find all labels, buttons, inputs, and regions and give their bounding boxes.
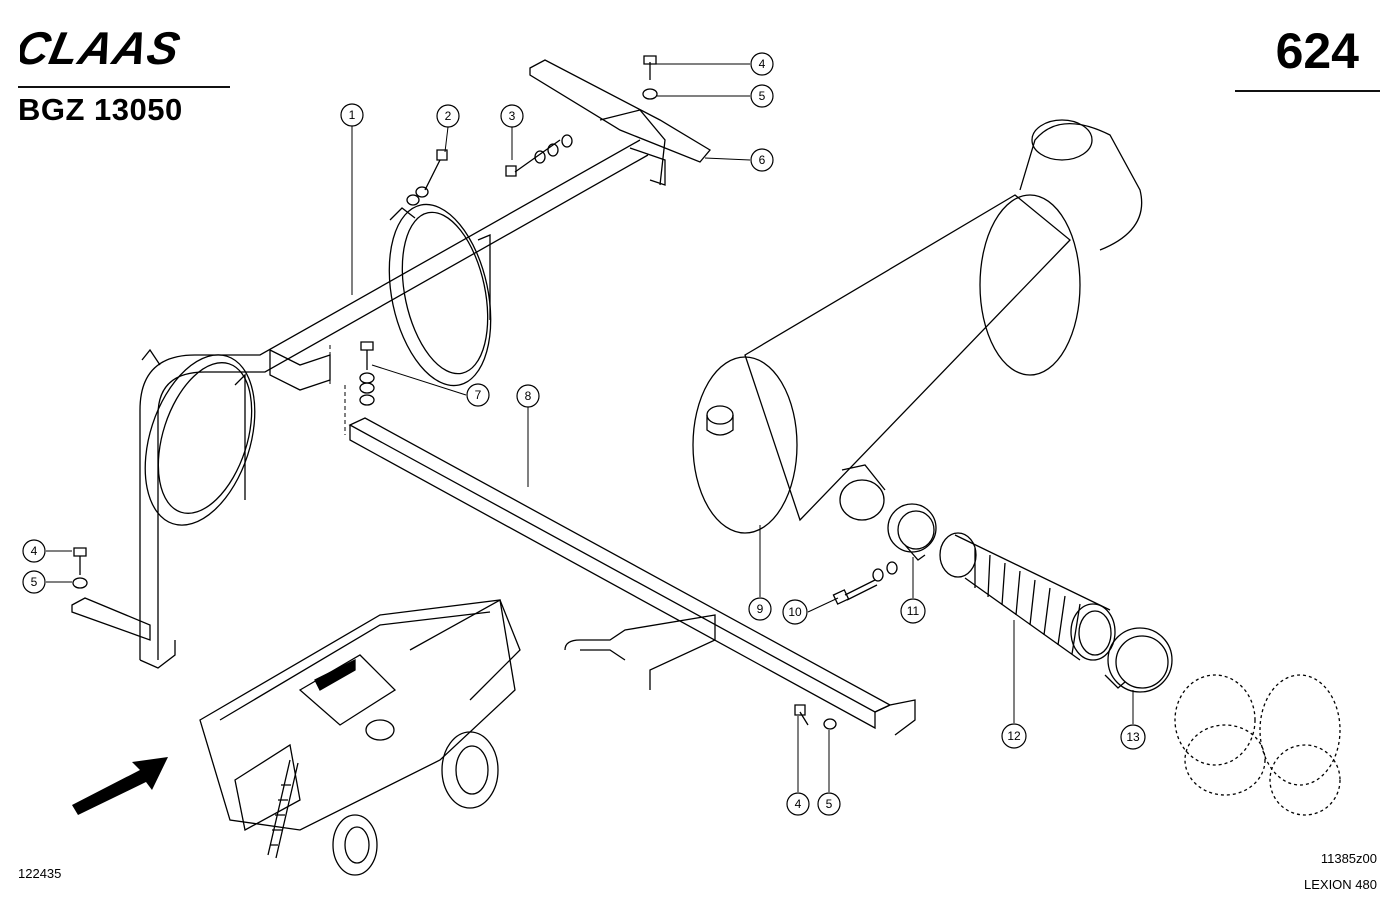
callout-4-top: 4 (758, 57, 766, 71)
callout-5-left: 5 (30, 575, 38, 589)
header-rule-left (18, 86, 230, 88)
callout-7: 7 (474, 388, 482, 402)
callout-2: 2 (444, 109, 452, 123)
lower-rail (350, 418, 915, 735)
callout-5-bottom: 5 (825, 797, 833, 811)
clamp-11 (888, 504, 936, 560)
callout-8: 8 (524, 389, 532, 403)
callout-1: 1 (348, 108, 356, 122)
callout-9: 9 (756, 602, 764, 616)
svg-text:CLAAS: CLAAS (20, 22, 185, 72)
callout-10: 10 (788, 605, 802, 619)
turbocharger-outline (1175, 675, 1340, 815)
direction-arrow (72, 757, 168, 815)
fasteners (72, 56, 836, 729)
callout-12: 12 (1007, 729, 1021, 743)
flex-hose (940, 533, 1115, 660)
callout-5-top: 5 (758, 89, 766, 103)
callout-13: 13 (1126, 730, 1140, 744)
support-frame (125, 140, 665, 668)
callout-4-bottom: 4 (794, 797, 802, 811)
claas-logo: CLAAS (20, 22, 185, 72)
muffler (693, 120, 1142, 533)
footer-ref: 11385z00 (1320, 851, 1377, 866)
assembly-guides (330, 345, 345, 435)
callout-3: 3 (508, 109, 516, 123)
callout-circles (23, 53, 1145, 815)
footer-model: LEXION 480 (1304, 877, 1377, 892)
header-rule-right (1235, 90, 1380, 92)
top-bracket (530, 60, 710, 185)
callout-11: 11 (906, 604, 920, 618)
combine-harvester-illustration (200, 600, 520, 875)
footer-left-code: 122435 (18, 866, 62, 881)
group-code: BGZ 13050 (18, 92, 183, 127)
callout-6: 6 (758, 153, 766, 167)
page-number: 624 (1275, 23, 1359, 79)
clamp-13 (1105, 628, 1172, 692)
callout-4-left: 4 (30, 544, 38, 558)
